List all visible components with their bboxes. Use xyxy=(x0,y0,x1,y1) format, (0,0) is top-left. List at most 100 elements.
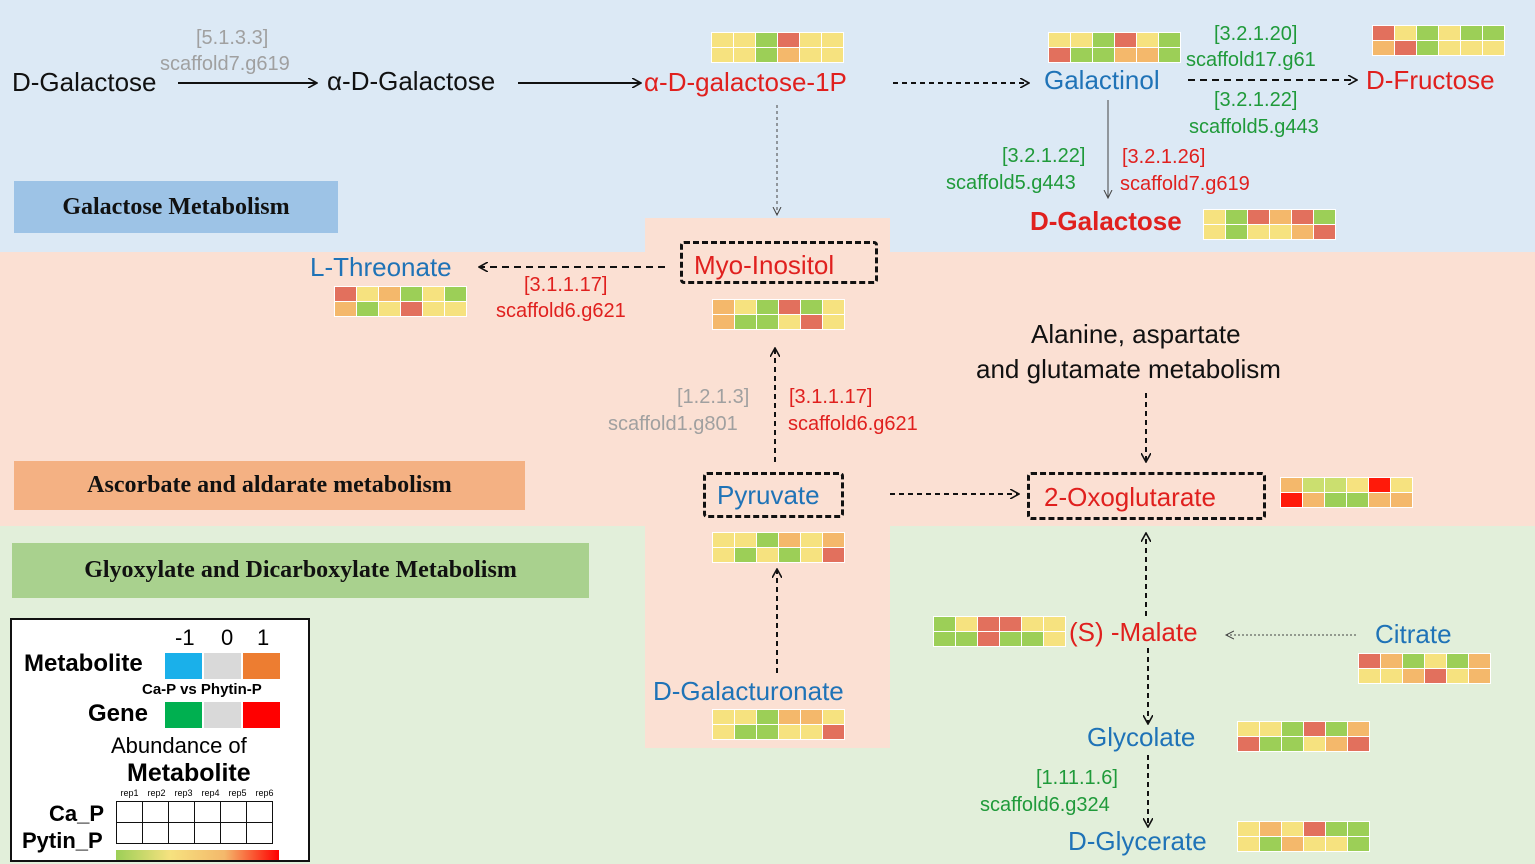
heatmap-cell xyxy=(934,632,955,646)
heatmap-cell xyxy=(1395,26,1416,40)
heatmap-cell xyxy=(1137,33,1158,47)
enzyme-ec-3-1-1-17-b: [3.1.1.17] xyxy=(789,386,873,408)
legend-rep-labels: rep1 rep2 rep3 rep4 rep5 rep6 xyxy=(116,788,280,798)
heatmap-cell xyxy=(757,315,778,329)
heatmap-cell xyxy=(757,300,778,314)
heatmap-cell xyxy=(1348,722,1369,736)
heatmap-cell xyxy=(1326,822,1347,836)
pyruvate-box xyxy=(703,472,844,518)
heatmap-cell xyxy=(445,287,466,301)
heatmap-cell xyxy=(1369,493,1390,507)
heatmap-cell xyxy=(1204,225,1225,239)
heatmap-cell xyxy=(735,548,756,562)
heatmap-cell xyxy=(1303,478,1324,492)
heatmap-cell xyxy=(423,287,444,301)
heatmap-cell xyxy=(1281,478,1302,492)
legend-gene-swatch-pos xyxy=(243,702,280,728)
heatmap-cell xyxy=(1348,737,1369,751)
legend-rep1: rep1 xyxy=(120,788,139,798)
heatmap-d-galactose xyxy=(1203,209,1336,240)
enzyme-ec-3-2-1-20: [3.2.1.20] xyxy=(1214,23,1298,45)
heatmap-cell xyxy=(335,302,356,316)
metabolite-d-galacturonate: D-Galacturonate xyxy=(653,676,844,706)
legend-rep3: rep3 xyxy=(174,788,193,798)
heatmap-d-glycerate xyxy=(1237,821,1370,852)
heatmap-alpha-d-galactose-1p xyxy=(711,32,844,63)
section-ascorbate: Ascorbate and aldarate metabolism xyxy=(14,461,525,510)
heatmap-cell xyxy=(1483,26,1504,40)
heatmap-cell xyxy=(1439,41,1460,55)
enzyme-ec-1-11-1-6: [1.11.1.6] xyxy=(1036,767,1118,789)
legend-gene-swatch-neg xyxy=(165,702,202,728)
metabolite-s-malate: (S) -Malate xyxy=(1069,617,1198,647)
legend-metabolite-label: Metabolite xyxy=(24,650,143,677)
heatmap-cell xyxy=(1483,41,1504,55)
heatmap-cell xyxy=(1447,654,1468,668)
heatmap-cell xyxy=(1093,33,1114,47)
legend-rep5: rep5 xyxy=(228,788,247,798)
heatmap-cell xyxy=(822,48,843,62)
heatmap-cell xyxy=(1049,48,1070,62)
metabolite-pyruvate: Pyruvate xyxy=(717,480,820,510)
heatmap-cell xyxy=(1044,632,1065,646)
heatmap-cell xyxy=(1204,210,1225,224)
metabolite-d-galactose-left: D-Galactose xyxy=(12,67,157,97)
legend-scale-pos: 1 xyxy=(257,625,270,650)
metabolite-2-oxoglutarate: 2-Oxoglutarate xyxy=(1044,482,1216,512)
enzyme-gene-scaffold5-g443-a: scaffold5.g443 xyxy=(1189,116,1319,138)
enzyme-gene-scaffold6-g621-b: scaffold6.g621 xyxy=(788,413,918,435)
heatmap-cell xyxy=(1461,26,1482,40)
heatmap-pyruvate xyxy=(712,532,845,563)
heatmap-cell xyxy=(1347,478,1368,492)
heatmap-cell xyxy=(779,300,800,314)
legend-abundance-of: Abundance of xyxy=(111,733,247,758)
section-glyoxylate: Glyoxylate and Dicarboxylate Metabolism xyxy=(12,543,589,598)
heatmap-cell xyxy=(756,33,777,47)
heatmap-cell xyxy=(1425,669,1446,683)
metabolite-alpha-d-galactose: α-D-Galactose xyxy=(327,66,496,96)
heatmap-cell xyxy=(779,315,800,329)
heatmap-cell xyxy=(1439,26,1460,40)
heatmap-cell xyxy=(823,533,844,547)
heatmap-cell xyxy=(1348,837,1369,851)
enzyme-ec-5-1-3-3: [5.1.3.3] xyxy=(196,27,269,49)
heatmap-cell xyxy=(1260,722,1281,736)
heatmap-cell xyxy=(335,287,356,301)
enzyme-gene-scaffold7-g619-a: scaffold7.g619 xyxy=(160,53,290,75)
heatmap-cell xyxy=(1381,654,1402,668)
heatmap-cell xyxy=(1238,822,1259,836)
legend-scale-zero: 0 xyxy=(221,625,234,650)
heatmap-cell xyxy=(934,617,955,631)
heatmap-cell xyxy=(823,548,844,562)
enzyme-ec-3-2-1-22-a: [3.2.1.22] xyxy=(1214,89,1298,111)
heatmap-cell xyxy=(1304,822,1325,836)
heatmap-cell xyxy=(1304,837,1325,851)
heatmap-cell xyxy=(978,617,999,631)
heatmap-myo-inositol xyxy=(712,299,845,330)
enzyme-ec-1-2-1-3: [1.2.1.3] xyxy=(677,386,750,408)
heatmap-2-oxoglutarate xyxy=(1280,477,1413,508)
heatmap-cell xyxy=(1000,617,1021,631)
enzyme-gene-scaffold17-g61: scaffold17.g61 xyxy=(1186,49,1316,71)
heatmap-cell xyxy=(1282,822,1303,836)
heatmap-cell xyxy=(1248,210,1269,224)
heatmap-cell xyxy=(1292,225,1313,239)
legend-scale-neg: -1 xyxy=(175,625,195,650)
legend-row-ca-p: Ca_P xyxy=(49,801,105,826)
heatmap-cell xyxy=(401,287,422,301)
metabolite-d-fructose: D-Fructose xyxy=(1366,65,1495,95)
heatmap-cell xyxy=(1403,654,1424,668)
legend-grid xyxy=(116,801,273,844)
section-galactose: Galactose Metabolism xyxy=(14,181,338,233)
heatmap-cell xyxy=(823,710,844,724)
heatmap-cell xyxy=(801,710,822,724)
heatmap-cell xyxy=(445,302,466,316)
enzyme-gene-scaffold1-g801: scaffold1.g801 xyxy=(608,413,738,435)
legend-gradient-bar xyxy=(116,850,279,860)
heatmap-cell xyxy=(712,33,733,47)
heatmap-cell xyxy=(1381,669,1402,683)
heatmap-cell xyxy=(1359,654,1380,668)
enzyme-ec-3-2-1-22-b: [3.2.1.22] xyxy=(1002,145,1086,167)
enzyme-gene-scaffold7-g619-b: scaffold7.g619 xyxy=(1120,173,1250,195)
heatmap-cell xyxy=(1347,493,1368,507)
